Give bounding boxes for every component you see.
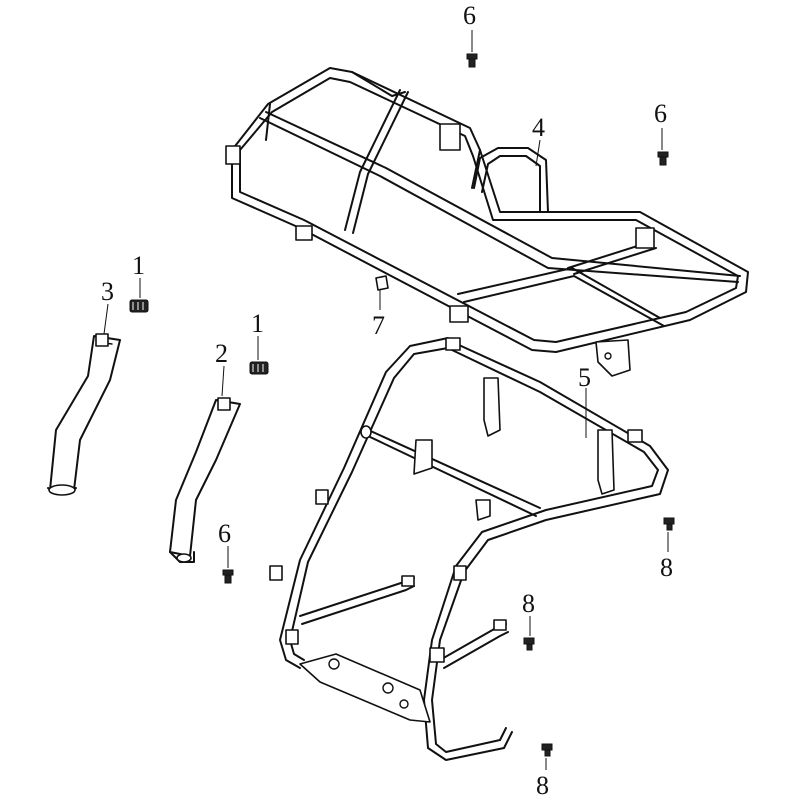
bolt-part-8-bottom — [541, 743, 553, 757]
bolt-part-7 — [375, 275, 389, 291]
callout-3: 3 — [101, 277, 114, 306]
callout-2: 2 — [215, 339, 228, 368]
callout-6-top: 6 — [463, 1, 476, 30]
bolt-part-6-top — [466, 53, 478, 68]
bolt-part-8-right — [663, 517, 675, 531]
callout-6-right: 6 — [654, 99, 667, 128]
bolt-part-8-middle — [523, 637, 535, 651]
callout-labels: 6 6 4 1 3 7 1 2 5 6 8 8 8 — [101, 1, 673, 800]
clip-part-1-b — [249, 361, 269, 375]
bolt-part-6-right — [657, 151, 669, 166]
callout-8-bottom: 8 — [536, 771, 549, 800]
rack-support-frame — [269, 337, 669, 761]
callout-5: 5 — [578, 363, 591, 392]
rear-rack — [225, 67, 749, 377]
callout-8-middle: 8 — [522, 589, 535, 618]
callout-7: 7 — [372, 311, 385, 340]
callout-6-lower: 6 — [218, 519, 231, 548]
clip-part-1-a — [129, 299, 149, 313]
callout-8-right: 8 — [660, 553, 673, 582]
callout-1-left: 1 — [132, 251, 145, 280]
side-tube-part-3 — [47, 333, 121, 496]
side-tube-part-2 — [169, 397, 241, 563]
bolt-part-6-lower — [222, 569, 234, 584]
callout-4: 4 — [532, 113, 545, 142]
leader-lines — [103, 30, 669, 770]
callout-1-middle: 1 — [251, 309, 264, 338]
